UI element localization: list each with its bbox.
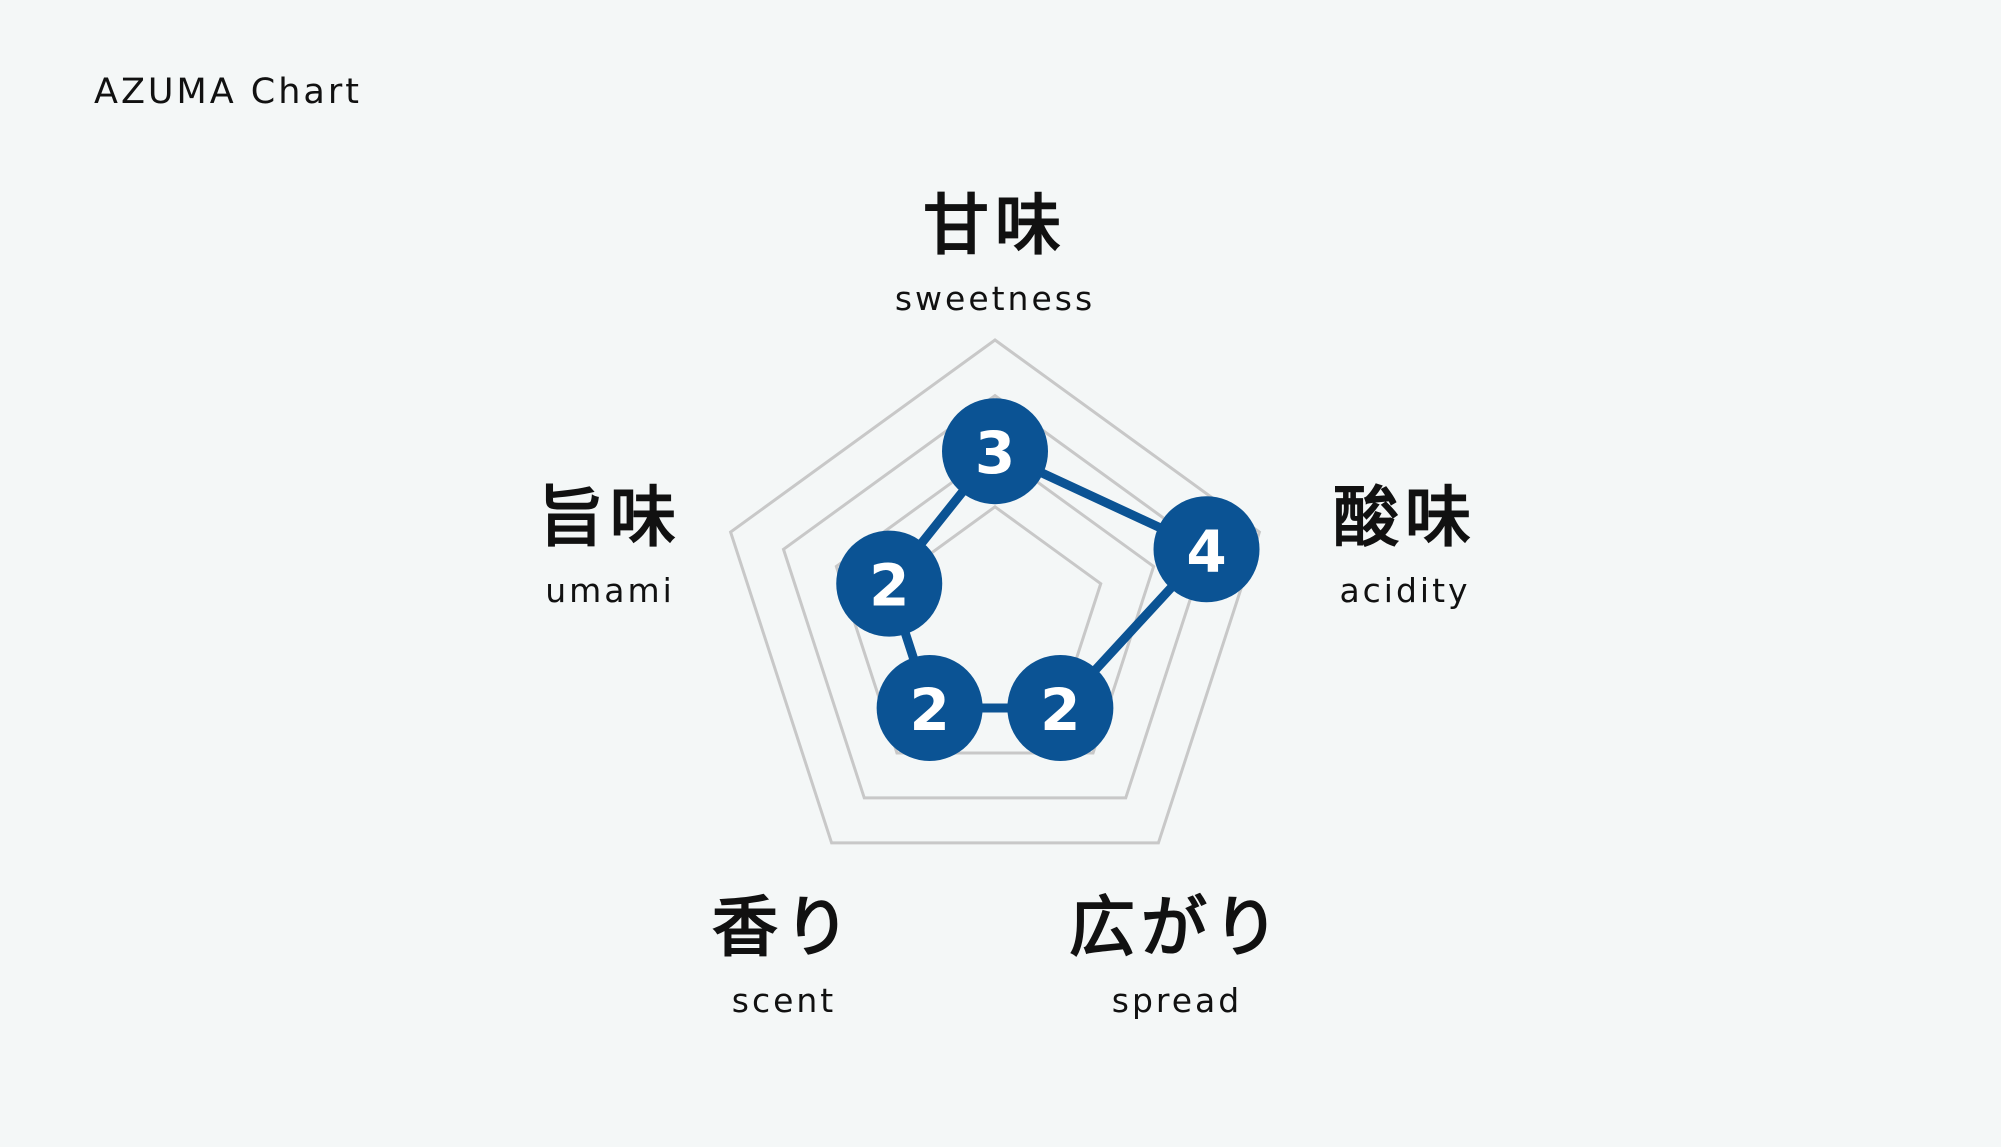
data-point-value: 4	[1186, 517, 1226, 585]
data-point	[1153, 496, 1260, 603]
axis-label-jp: 香り	[712, 889, 856, 966]
data-point-value: 2	[869, 552, 909, 620]
axis-label-jp: 旨味	[538, 479, 682, 556]
data-point-value: 2	[909, 676, 949, 744]
data-point-value: 2	[1040, 676, 1080, 744]
data-point	[876, 654, 983, 761]
axis-label-en: acidity	[1339, 571, 1470, 610]
data-point-value: 3	[975, 419, 1015, 487]
axis-label-jp: 広がり	[1069, 889, 1285, 966]
page-title: AZUMA Chart	[94, 72, 362, 112]
axis-label-jp: 酸味	[1333, 479, 1477, 556]
axis-label-en: scent	[732, 981, 837, 1020]
axis-label-en: spread	[1112, 981, 1242, 1020]
data-point	[942, 398, 1048, 505]
axis-label-jp: 甘味	[923, 187, 1067, 264]
radar-axis-labels: 甘味 sweetness 酸味 acidity 広がり spread 香り scent 旨味 um…	[538, 187, 1477, 1020]
data-point	[836, 530, 943, 637]
data-point	[1007, 654, 1114, 761]
axis-label-en: umami	[545, 571, 675, 610]
axis-label-en: sweetness	[895, 279, 1095, 318]
